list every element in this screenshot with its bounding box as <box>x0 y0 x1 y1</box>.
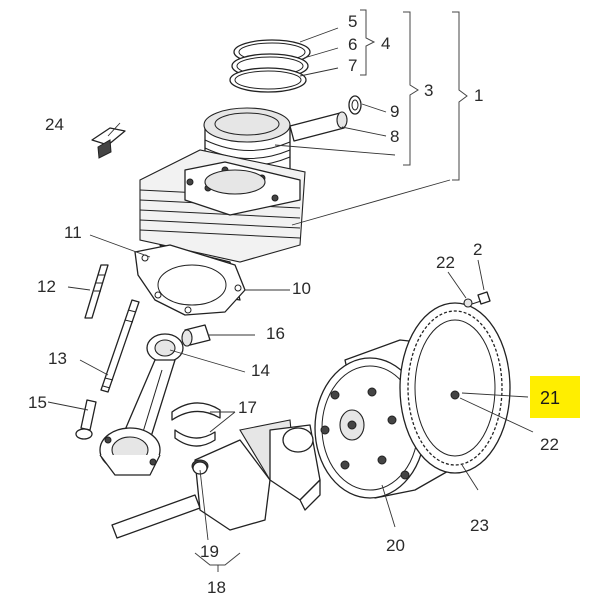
label-7: 7 <box>348 56 357 75</box>
base-gasket <box>134 244 246 316</box>
label-16: 16 <box>266 324 285 343</box>
label-8: 8 <box>390 127 399 146</box>
label-2: 2 <box>473 240 482 259</box>
assembly-braces <box>194 9 468 572</box>
label-12: 12 <box>37 277 56 296</box>
label-13: 13 <box>48 349 67 368</box>
label-14: 14 <box>251 361 270 380</box>
label-23: 23 <box>470 516 489 535</box>
label-19: 19 <box>200 542 219 561</box>
label-9: 9 <box>390 102 399 121</box>
connecting-rod <box>99 333 184 476</box>
key-part-24 <box>91 127 126 159</box>
piston-pin <box>289 111 348 142</box>
bolt <box>75 399 97 440</box>
label-22-lower: 22 <box>540 435 559 454</box>
screw-22 <box>463 298 473 308</box>
label-20: 20 <box>386 536 405 555</box>
piston-rings <box>229 39 311 93</box>
ring-gear <box>399 302 511 474</box>
label-21: 21 <box>540 388 560 408</box>
screw-2 <box>471 291 491 305</box>
leader-lines <box>47 27 534 541</box>
label-17: 17 <box>238 398 257 417</box>
label-18: 18 <box>207 578 226 597</box>
circlip <box>348 95 362 115</box>
label-15: 15 <box>28 393 47 412</box>
small-end-bush <box>181 324 211 347</box>
label-22-upper: 22 <box>436 253 455 272</box>
label-24: 24 <box>45 115 64 134</box>
label-4: 4 <box>381 34 390 53</box>
label-3: 3 <box>424 81 433 100</box>
highlight-box <box>530 376 580 418</box>
label-5: 5 <box>348 12 357 31</box>
label-6: 6 <box>348 35 357 54</box>
stud-13 <box>100 299 140 393</box>
stud-long <box>84 264 109 319</box>
bearing-shells <box>171 402 221 447</box>
label-1: 1 <box>474 86 483 105</box>
label-11: 11 <box>64 223 82 242</box>
part-labels: 5 6 7 4 3 1 9 8 24 11 12 10 16 13 14 15 … <box>28 12 560 597</box>
woodruff-key <box>192 461 208 475</box>
label-10: 10 <box>292 279 311 298</box>
